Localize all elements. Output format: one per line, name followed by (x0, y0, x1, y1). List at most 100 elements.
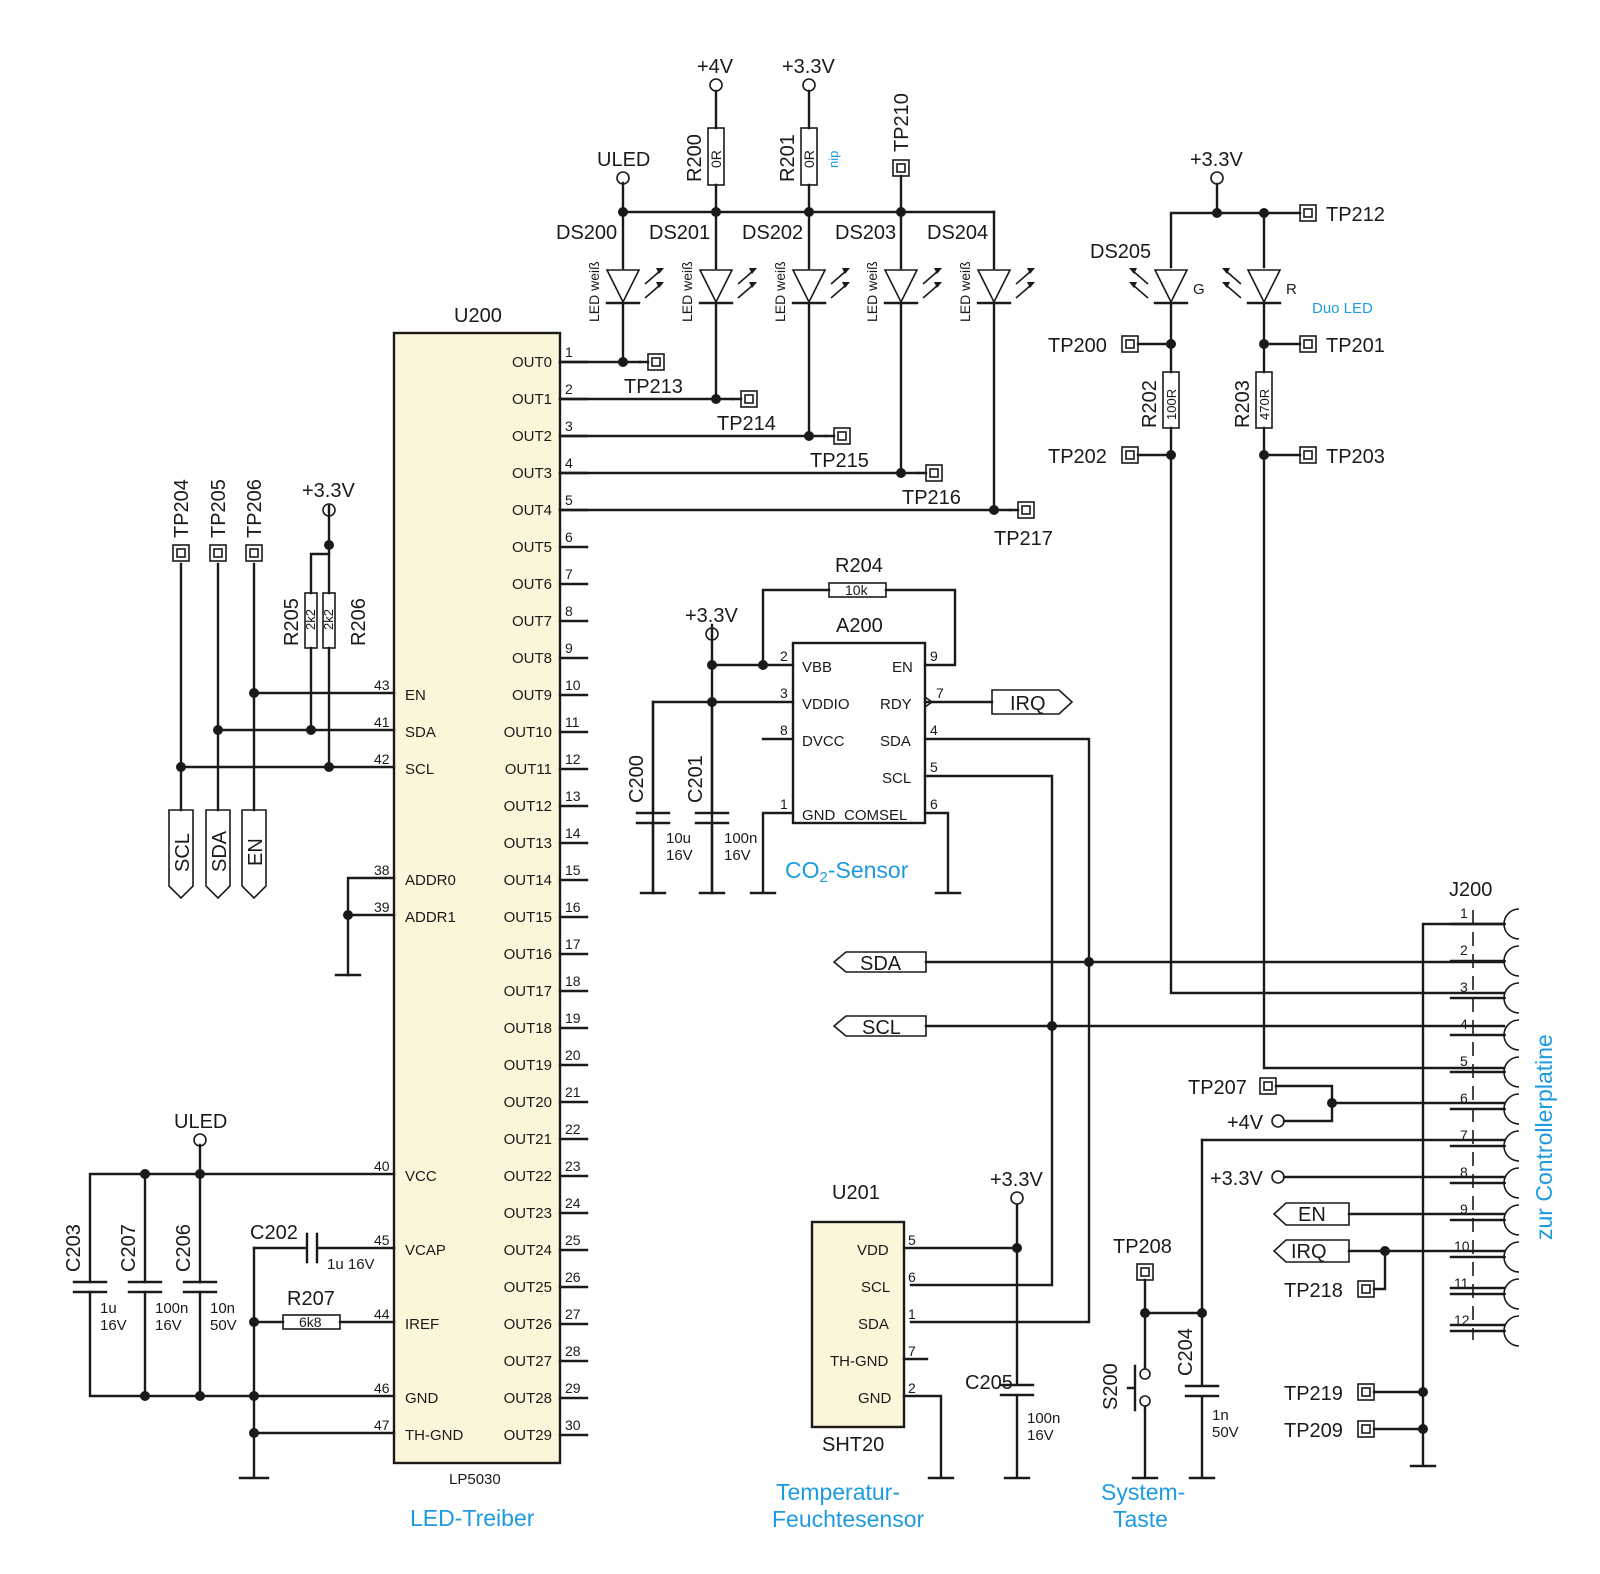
net-flag-irq-j200: IRQ (1291, 1241, 1327, 1263)
j200-pin-num: 1 (1460, 905, 1468, 921)
v4-label-j200: +4V (1227, 1112, 1264, 1134)
tp216-label: TP216 (902, 487, 961, 509)
u200-out-pin-label: OUT25 (504, 1279, 552, 1296)
u200-chip: U200 LP5030 LED-Treiber OUT01OUT12OUT23O… (374, 305, 589, 1531)
v33-label-r205: +3.3V (302, 480, 355, 502)
u200-out-pin-label: OUT6 (512, 576, 552, 593)
u200-out-pin-label: OUT7 (512, 613, 552, 630)
u200-pin-thgnd-label: TH-GND (405, 1427, 463, 1444)
v4-supply-top (709, 78, 723, 92)
tp218-label: TP218 (1284, 1280, 1343, 1302)
u201-pin-sda: SDA (858, 1316, 889, 1333)
net-flag-sda-left: SDA (209, 830, 231, 872)
net-flag-en-left: EN (245, 838, 267, 866)
v33-supply-duo (1210, 171, 1224, 185)
u201-body (810, 1220, 906, 1429)
white-led-value: LED weiß (586, 261, 602, 322)
c203-voltage: 16V (100, 1317, 127, 1334)
u200-out-pin-num: 15 (565, 862, 581, 878)
ds205-ref: DS205 (1090, 241, 1151, 263)
u200-pin-sda-num: 41 (374, 714, 390, 730)
u200-out-pin-num: 3 (565, 418, 573, 434)
u200-out-pin-label: OUT20 (504, 1094, 552, 1111)
a200-co2-sensor: A200 VBB VDDIO DVCC GND EN RDY SDA SCL C… (626, 555, 1091, 1324)
c201-value: 100n (724, 830, 757, 847)
r204-body (828, 582, 887, 598)
u200-out-pin-num: 29 (565, 1380, 581, 1396)
v4-label-top: +4V (697, 56, 734, 78)
tp208-label: TP208 (1113, 1236, 1172, 1258)
u200-pin-addr0-num: 38 (374, 862, 390, 878)
u200-pin-en-num: 43 (374, 677, 390, 693)
u200-pin-vcc-num: 40 (374, 1158, 390, 1174)
tp204-label: TP204 (171, 479, 193, 538)
v33-supply-top (802, 78, 816, 92)
net-flag-scl-left: SCL (172, 833, 194, 872)
duo-led-note: Duo LED (1312, 300, 1373, 317)
r200-ref: R200 (684, 134, 706, 182)
u200-out-pin-label: OUT1 (512, 391, 552, 408)
u200-addr-wiring (334, 876, 396, 977)
u200-out-pin-num: 14 (565, 825, 581, 841)
u200-out-pin-num: 5 (565, 492, 573, 508)
c205-value: 100n (1027, 1410, 1060, 1427)
c206-value: 10n (210, 1300, 235, 1317)
c202-value: 1u 16V (327, 1256, 375, 1273)
u200-pin-vcap-num: 45 (374, 1232, 390, 1248)
net-flag-irq-a200: IRQ (1010, 693, 1046, 715)
u200-pin-en-label: EN (405, 687, 426, 704)
u200-pin-iref-num: 44 (374, 1306, 390, 1322)
u200-out-pin-label: OUT5 (512, 539, 552, 556)
u200-out-pin-num: 27 (565, 1306, 581, 1322)
a200-num-scl: 5 (930, 759, 938, 775)
a200-pin-rdy: RDY (880, 696, 912, 713)
white-led-value: LED weiß (957, 261, 973, 322)
a200-num-gnd: 1 (780, 796, 788, 812)
tp206-label: TP206 (244, 479, 266, 538)
v33-supply-r205 (322, 503, 336, 517)
c204-voltage: 50V (1212, 1424, 1239, 1441)
white-led-value: LED weiß (679, 261, 695, 322)
u200-out-pin-num: 16 (565, 899, 581, 915)
u200-out-pin-num: 17 (565, 936, 581, 952)
u200-out-pin-num: 1 (565, 344, 573, 360)
r206-ref: R206 (348, 598, 370, 646)
tp200-label: TP200 (1048, 335, 1107, 357)
u201-part: SHT20 (822, 1434, 884, 1456)
u200-out-pin-label: OUT14 (504, 872, 552, 889)
tp209-label: TP209 (1284, 1420, 1343, 1442)
c200-ref: C200 (626, 755, 648, 803)
u200-out-pin-label: OUT11 (505, 761, 552, 778)
u200-out-pin-num: 12 (565, 751, 581, 767)
j200-pin-num: 4 (1460, 1016, 1468, 1032)
u200-left-pins: EN 43 SDA 41 SCL 42 ADDR0 38 ADDR1 39 VC… (374, 677, 463, 1444)
tp219-label: TP219 (1284, 1383, 1343, 1405)
led-symbol (605, 269, 641, 304)
a200-num-dvcc: 8 (780, 722, 788, 738)
u200-pin-sda-label: SDA (405, 724, 436, 741)
u200-out-pin-num: 9 (565, 640, 573, 656)
u201-pin-vdd: VDD (857, 1242, 889, 1259)
tp215-label: TP215 (810, 450, 869, 472)
u200-out-pin-num: 4 (565, 455, 573, 471)
u200-pin-addr1-num: 39 (374, 899, 390, 915)
duo-led-circuit: +3.3V TP212 DS205 G R Duo LED 100R 470R … (1048, 149, 1506, 1070)
u201-pin-scl: SCL (861, 1279, 890, 1296)
tp202-label: TP202 (1048, 446, 1107, 468)
ds205-r: R (1286, 281, 1297, 298)
u200-out-pin-label: OUT4 (512, 502, 552, 519)
u201-sht20: U201 SHT20 Temperatur- Feuchtesensor VDD… (772, 1169, 1060, 1532)
u200-pin-gnd-label: GND (405, 1390, 439, 1407)
r203-value: 470R (1257, 389, 1272, 420)
u200-pin-gnd-num: 46 (374, 1380, 390, 1396)
v33-supply-a200 (705, 627, 719, 641)
r201-ref: R201 (777, 134, 799, 182)
r202-value: 100R (1164, 389, 1179, 420)
r204-ref: R204 (835, 555, 883, 577)
u200-out-pin-label: OUT9 (512, 687, 552, 704)
a200-num-en: 9 (930, 648, 938, 664)
u200-vcc-decoupling: ULED C203 C207 C206 1u 16V 100n 16V 10n … (63, 1111, 396, 1480)
u201-num-scl: 6 (908, 1269, 916, 1285)
